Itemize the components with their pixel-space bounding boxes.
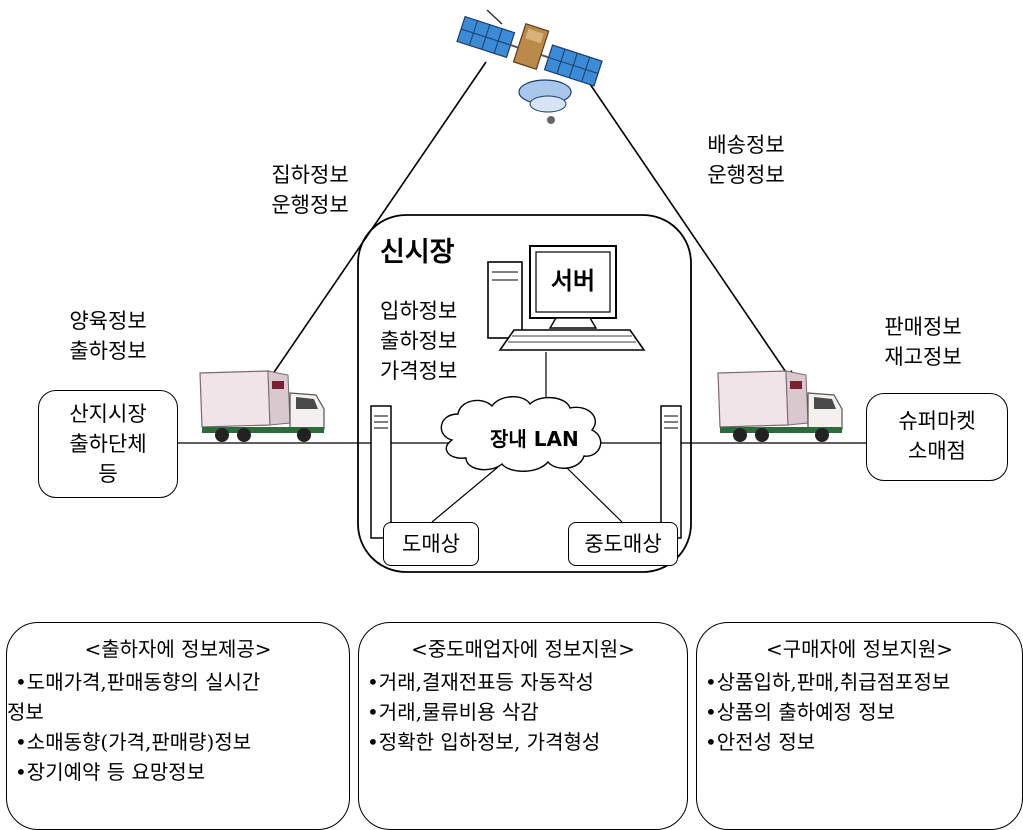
market-info-line: 출하정보 — [380, 329, 458, 353]
server-label: 서버 — [550, 267, 596, 295]
panel-shipper-info: <출하자에 정보제공> 도매가격,판매동향의 실시간 정보 소매동향(가격,판매… — [6, 622, 350, 830]
retail-info-label: 판매정보 재고정보 — [863, 312, 983, 372]
middleman-label: 중도매상 — [584, 532, 662, 556]
origin-node-line: 출하단체 — [69, 432, 147, 456]
uplink-label-line: 운행정보 — [271, 193, 349, 217]
panel-item: 도매가격,판매동향의 실시간 — [15, 667, 261, 697]
panel-heading: <출하자에 정보제공> — [84, 637, 272, 661]
market-info-list: 입하정보 출하정보 가격정보 — [380, 296, 457, 386]
panel-middleman-support: <중도매업자에 정보지원> 거래,결재전표등 자동작성 거래,물류비용 삭감 정… — [358, 622, 688, 830]
market-info-line: 입하정보 — [380, 299, 458, 323]
market-title: 신시장 — [380, 237, 455, 268]
producer-info-line: 출하정보 — [69, 339, 147, 363]
computer-icon — [487, 245, 646, 351]
downlink-label-line: 배송정보 — [707, 133, 785, 157]
wholesaler-node: 도매상 — [383, 522, 479, 566]
wholesaler-label: 도매상 — [402, 532, 460, 556]
producer-info-label: 양육정보 출하정보 — [48, 306, 168, 366]
market-container — [357, 214, 692, 573]
market-info-line: 가격정보 — [380, 359, 458, 383]
lan-wholesaler-link — [431, 466, 499, 523]
truck-icon — [199, 370, 325, 442]
middleman-node: 중도매상 — [568, 522, 678, 566]
lan-label: 장내 LAN — [490, 427, 579, 451]
panel-item-list: 도매가격,판매동향의 실시간 정보 소매동향(가격,판매량)정보 장기예약 등 … — [7, 667, 261, 787]
panel-item: 안전성 정보 — [705, 727, 950, 757]
uplink-label: 집하정보 운행정보 — [250, 160, 370, 220]
panel-item-list: 상품입하,판매,취급점포정보 상품의 출하예정 정보 안전성 정보 — [705, 667, 951, 757]
retail-info-line: 판매정보 — [884, 315, 962, 339]
tower-server-icon — [660, 405, 682, 539]
retail-info-line: 재고정보 — [884, 345, 962, 369]
panel-buyer-support: <구매자에 정보지원> 상품입하,판매,취급점포정보 상품의 출하예정 정보 안… — [696, 622, 1023, 830]
origin-node-line: 산지시장 — [69, 402, 147, 426]
downlink-label-line: 운행정보 — [707, 163, 785, 187]
panel-item: 상품의 출하예정 정보 — [705, 697, 950, 727]
panel-item: 거래,물류비용 삭감 — [367, 697, 600, 727]
panel-item: 장기예약 등 요망정보 — [15, 757, 260, 787]
lan-middleman-link — [565, 466, 623, 523]
satellite-icon — [456, 9, 603, 124]
panel-heading: <구매자에 정보지원> — [765, 637, 954, 661]
downlink-line — [574, 61, 795, 385]
retail-node-line: 슈퍼마켓 — [898, 409, 976, 433]
panel-item: 소매동향(가격,판매량)정보 — [15, 727, 260, 757]
tower-server-icon — [370, 405, 392, 539]
cloud-icon — [440, 396, 602, 472]
uplink-label-line: 집하정보 — [271, 163, 349, 187]
panel-item: 거래,결재전표등 자동작성 — [367, 667, 600, 697]
producer-info-line: 양육정보 — [69, 309, 147, 333]
panel-item: 정보 — [7, 700, 44, 724]
panel-item-list: 거래,결재전표등 자동작성 거래,물류비용 삭감 정확한 입하정보, 가격형성 — [367, 667, 600, 757]
downlink-label: 배송정보 운행정보 — [686, 130, 806, 190]
origin-node-line: 등 — [98, 462, 118, 486]
retail-node-line: 소매점 — [908, 439, 966, 463]
uplink-line — [265, 61, 487, 385]
origin-market-node: 산지시장 출하단체 등 — [38, 390, 178, 498]
truck-icon — [717, 370, 843, 442]
panel-item: 상품입하,판매,취급점포정보 — [705, 667, 951, 697]
retail-store-node: 슈퍼마켓 소매점 — [866, 393, 1008, 481]
panel-heading: <중도매업자에 정보지원> — [411, 637, 635, 661]
panel-item: 정확한 입하정보, 가격형성 — [367, 727, 600, 757]
